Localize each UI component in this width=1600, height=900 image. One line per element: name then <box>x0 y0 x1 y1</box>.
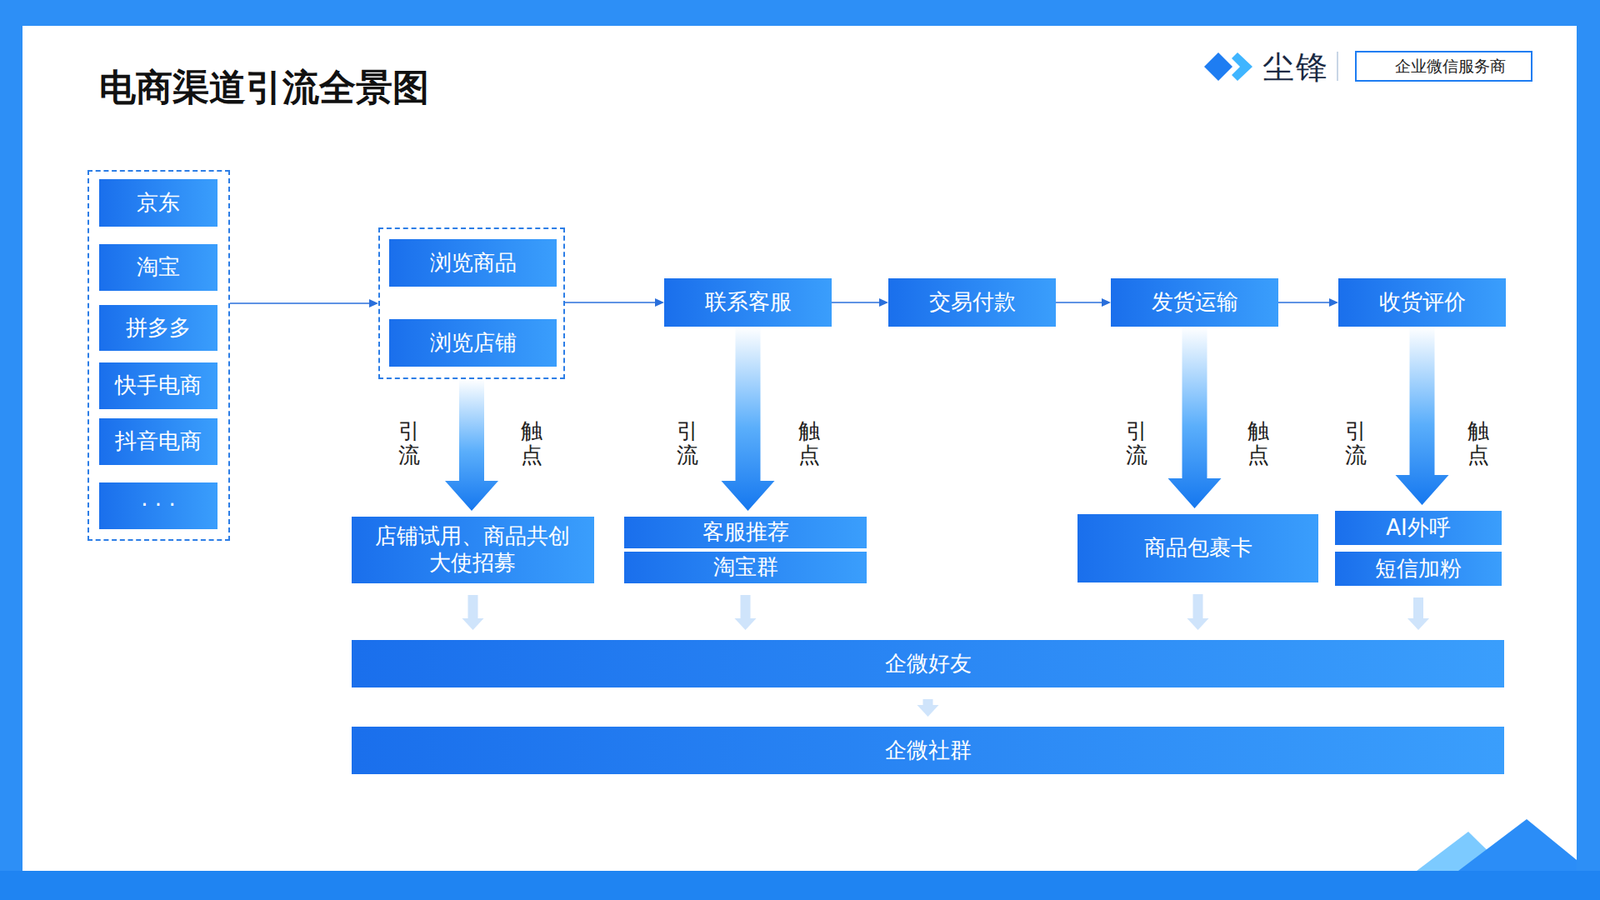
node-text: 浏览商品 <box>430 250 517 277</box>
big-arrow <box>1168 326 1222 509</box>
connector <box>735 595 757 630</box>
connector <box>1395 326 1450 505</box>
node-text: 浏览店铺 <box>430 330 517 357</box>
process-box: 收货评价 <box>1338 278 1506 327</box>
node-text: 企微好友 <box>885 650 972 678</box>
connector-line <box>230 302 370 305</box>
node-text: 联系客服 <box>705 289 792 316</box>
channel-box: 拼多多 <box>99 305 218 351</box>
node-text: 店铺试用、商品共创大使招募 <box>370 523 575 576</box>
big-arrow <box>445 379 499 511</box>
flow-label: 触点 <box>520 419 543 467</box>
channel-box: 快手电商 <box>99 362 218 410</box>
arrowhead <box>1329 298 1339 307</box>
result-band: 企微好友 <box>351 640 1505 688</box>
connector <box>230 299 379 308</box>
small-arrow <box>462 595 485 630</box>
corner-triangle <box>1458 819 1577 871</box>
arrowhead <box>1101 298 1111 307</box>
node-text: 短信加粉 <box>1375 555 1462 583</box>
connector <box>1168 326 1222 509</box>
small-arrow <box>1187 594 1210 630</box>
channel-box: 淘宝 <box>99 244 218 291</box>
big-arrow <box>1395 326 1450 505</box>
connector <box>565 298 665 307</box>
big-arrow <box>721 326 775 511</box>
process-box: 交易付款 <box>888 278 1056 327</box>
logo-mark <box>1223 52 1253 81</box>
node-text: 京东 <box>136 190 180 217</box>
node-text: 淘宝 <box>136 254 180 281</box>
small-arrow <box>917 699 940 717</box>
page-title: 电商渠道引流全景图 <box>99 63 430 113</box>
browse-group: 浏览商品浏览店铺 <box>378 227 565 380</box>
channel-group: 京东淘宝拼多多快手电商抖音电商 · · · <box>87 170 230 541</box>
arrowhead <box>655 298 665 307</box>
flow-label: 触点 <box>798 419 820 467</box>
node-text: 抖音电商 <box>115 428 202 455</box>
node-text: 发货运输 <box>1151 289 1239 316</box>
touchpoint-box: 客服推荐 <box>624 516 867 549</box>
connector <box>831 298 889 307</box>
result-band: 企微社群 <box>351 726 1505 775</box>
connector <box>462 595 485 630</box>
touchpoint-box: AI外呼 <box>1335 510 1502 545</box>
process-box: 发货运输 <box>1110 278 1279 327</box>
node-text: AI外呼 <box>1385 515 1450 542</box>
channel-box: 京东 <box>99 179 218 227</box>
touchpoint-box: 店铺试用、商品共创大使招募 <box>351 516 595 584</box>
process-box: 浏览店铺 <box>389 319 557 367</box>
flow-label: 触点 <box>1467 419 1490 467</box>
node-text: 客服推荐 <box>702 519 790 546</box>
flow-label: 引流 <box>1345 419 1367 467</box>
node-text: 收货评价 <box>1379 289 1466 316</box>
small-arrow <box>735 595 757 630</box>
flow-label: 引流 <box>676 419 699 467</box>
logo-mark <box>1204 52 1233 81</box>
flow-label: 引流 <box>398 419 420 467</box>
flow-label: 触点 <box>1247 419 1270 467</box>
flow-label: 引流 <box>1125 419 1148 467</box>
small-arrow <box>1407 597 1430 630</box>
logo-text: 尘锋 <box>1262 46 1330 90</box>
connector <box>917 699 940 717</box>
node-text: 快手电商 <box>115 372 202 400</box>
process-box: 联系客服 <box>664 278 832 327</box>
arrowhead <box>369 299 379 308</box>
node-text: 交易付款 <box>929 289 1016 316</box>
connector <box>1407 597 1430 630</box>
node-text: 商品包裹卡 <box>1144 535 1253 562</box>
connector-line <box>831 301 880 304</box>
logo-separator <box>1336 51 1339 81</box>
bottom-strip <box>0 870 1600 900</box>
connector <box>445 379 499 511</box>
node-text: 企微社群 <box>885 737 972 765</box>
node-text: 拼多多 <box>125 315 191 342</box>
connector <box>1187 594 1210 630</box>
channel-box: 抖音电商 <box>99 418 218 465</box>
touchpoint-box: 淘宝群 <box>624 551 867 584</box>
connector-line <box>565 301 656 304</box>
connector-line <box>1055 301 1103 304</box>
node-text: 企业微信服务商 <box>1356 56 1506 76</box>
service-badge: 企业微信服务商 <box>1355 50 1533 82</box>
touchpoint-box: 短信加粉 <box>1335 551 1502 586</box>
node-text: · · · <box>140 492 175 520</box>
connector <box>1055 298 1111 307</box>
connector <box>1278 298 1339 307</box>
process-box: 浏览商品 <box>389 239 557 287</box>
arrowhead <box>879 298 889 307</box>
channel-box: · · · <box>99 482 218 530</box>
connector-line <box>1278 301 1330 304</box>
node-text: 淘宝群 <box>713 554 779 581</box>
connector <box>721 326 775 511</box>
touchpoint-box: 商品包裹卡 <box>1077 514 1319 583</box>
